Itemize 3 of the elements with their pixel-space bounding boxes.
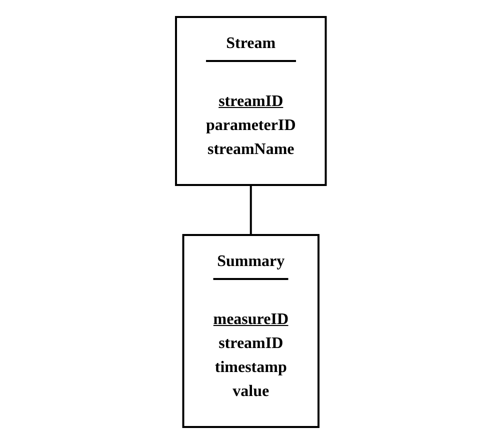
node-box: Summary measureID streamID timestamp value: [182, 234, 320, 428]
connector: [250, 184, 252, 236]
node-box: Stream streamID parameterID streamName: [174, 16, 326, 186]
